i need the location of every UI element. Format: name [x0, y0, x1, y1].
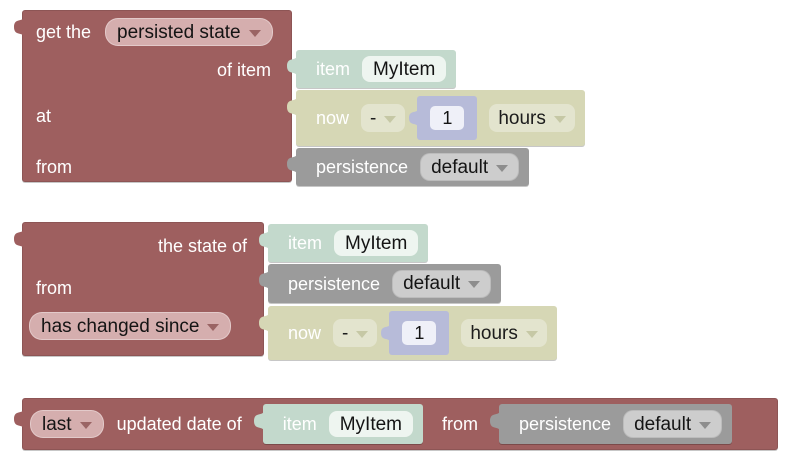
block-item[interactable]: item MyItem	[287, 50, 457, 88]
block-updated-date[interactable]: last updated date of item MyItem from pe…	[14, 398, 778, 450]
item-label: item	[316, 59, 351, 79]
number-field[interactable]: 1	[402, 321, 437, 345]
now-label: now	[316, 108, 350, 128]
block-persistence[interactable]: persistence default	[490, 404, 733, 444]
item-name-field[interactable]: MyItem	[362, 56, 447, 82]
output-connector-icon	[253, 410, 264, 432]
unit-dropdown[interactable]: hours	[489, 104, 575, 132]
persistence-label: persistence	[288, 273, 381, 294]
chevron-down-icon	[384, 115, 397, 123]
condition-dropdown-value: has changed since	[41, 315, 200, 337]
chevron-down-icon	[553, 115, 566, 123]
item-name-field[interactable]: MyItem	[328, 411, 413, 437]
from-label: from	[442, 414, 478, 434]
from-label: from	[36, 278, 72, 298]
condition-dropdown[interactable]: has changed since	[29, 312, 232, 340]
number-field[interactable]: 1	[430, 106, 465, 130]
chevron-down-icon	[356, 330, 369, 338]
output-connector-icon	[14, 228, 24, 250]
output-connector-icon	[287, 55, 297, 77]
at-label: at	[36, 106, 52, 126]
operator-dropdown[interactable]: -	[361, 104, 406, 132]
operator-dropdown-value: -	[370, 107, 377, 129]
block-persistence[interactable]: persistence default	[259, 264, 502, 303]
chevron-down-icon	[468, 281, 481, 288]
persistence-label: persistence	[519, 414, 612, 434]
chevron-down-icon	[496, 164, 509, 172]
chevron-down-icon	[525, 330, 538, 338]
get-the-label: get the	[36, 22, 92, 42]
persistence-service-value: default	[634, 413, 692, 435]
output-connector-icon	[287, 96, 297, 118]
from-label: from	[36, 157, 72, 177]
output-connector-icon	[381, 323, 391, 343]
persistence-service-dropdown[interactable]: default	[420, 153, 520, 181]
persistence-service-value: default	[403, 273, 461, 294]
block-now-offset[interactable]: now - 1 hours	[287, 90, 585, 146]
persistence-service-dropdown[interactable]: default	[623, 410, 723, 438]
operator-dropdown-value: -	[342, 322, 349, 344]
output-connector-icon	[490, 410, 500, 432]
unit-dropdown-value: hours	[470, 322, 518, 344]
block-state-check[interactable]: the state of from has changed since	[14, 222, 264, 356]
output-connector-icon	[287, 153, 297, 175]
output-connector-icon	[259, 229, 269, 251]
output-connector-icon	[14, 16, 24, 38]
item-label: item	[288, 233, 323, 253]
persistence-label: persistence	[316, 157, 409, 177]
block-number[interactable]: 1	[409, 96, 478, 140]
updated-date-of-label: updated date of	[116, 414, 242, 434]
chevron-down-icon	[248, 29, 261, 37]
block-item[interactable]: item MyItem	[253, 404, 423, 444]
which-dropdown-value: last	[42, 413, 72, 435]
method-dropdown[interactable]: persisted state	[105, 18, 273, 46]
block-item[interactable]: item MyItem	[259, 224, 429, 262]
item-name-field[interactable]: MyItem	[334, 230, 419, 256]
output-connector-icon	[259, 312, 269, 334]
output-connector-icon	[409, 108, 419, 128]
operator-dropdown[interactable]: -	[333, 319, 378, 347]
unit-dropdown[interactable]: hours	[461, 319, 547, 347]
the-state-of-label: the state of	[157, 236, 247, 256]
output-connector-icon	[259, 269, 269, 291]
of-item-label: of item	[216, 60, 271, 80]
output-connector-icon	[14, 408, 24, 430]
chevron-down-icon	[207, 323, 220, 331]
persistence-service-dropdown[interactable]: default	[392, 269, 492, 298]
persistence-service-value: default	[431, 156, 489, 178]
chevron-down-icon	[699, 421, 712, 429]
unit-dropdown-value: hours	[498, 107, 546, 129]
item-label: item	[282, 414, 317, 434]
block-get-persisted-state[interactable]: get the persisted state of item at from	[14, 10, 292, 182]
chevron-down-icon	[79, 421, 92, 429]
method-dropdown-value: persisted state	[117, 21, 241, 43]
block-now-offset[interactable]: now - 1 hours	[259, 306, 557, 360]
now-label: now	[288, 323, 322, 343]
block-number[interactable]: 1	[381, 311, 450, 355]
block-persistence[interactable]: persistence default	[287, 148, 530, 186]
which-dropdown[interactable]: last	[30, 410, 104, 438]
